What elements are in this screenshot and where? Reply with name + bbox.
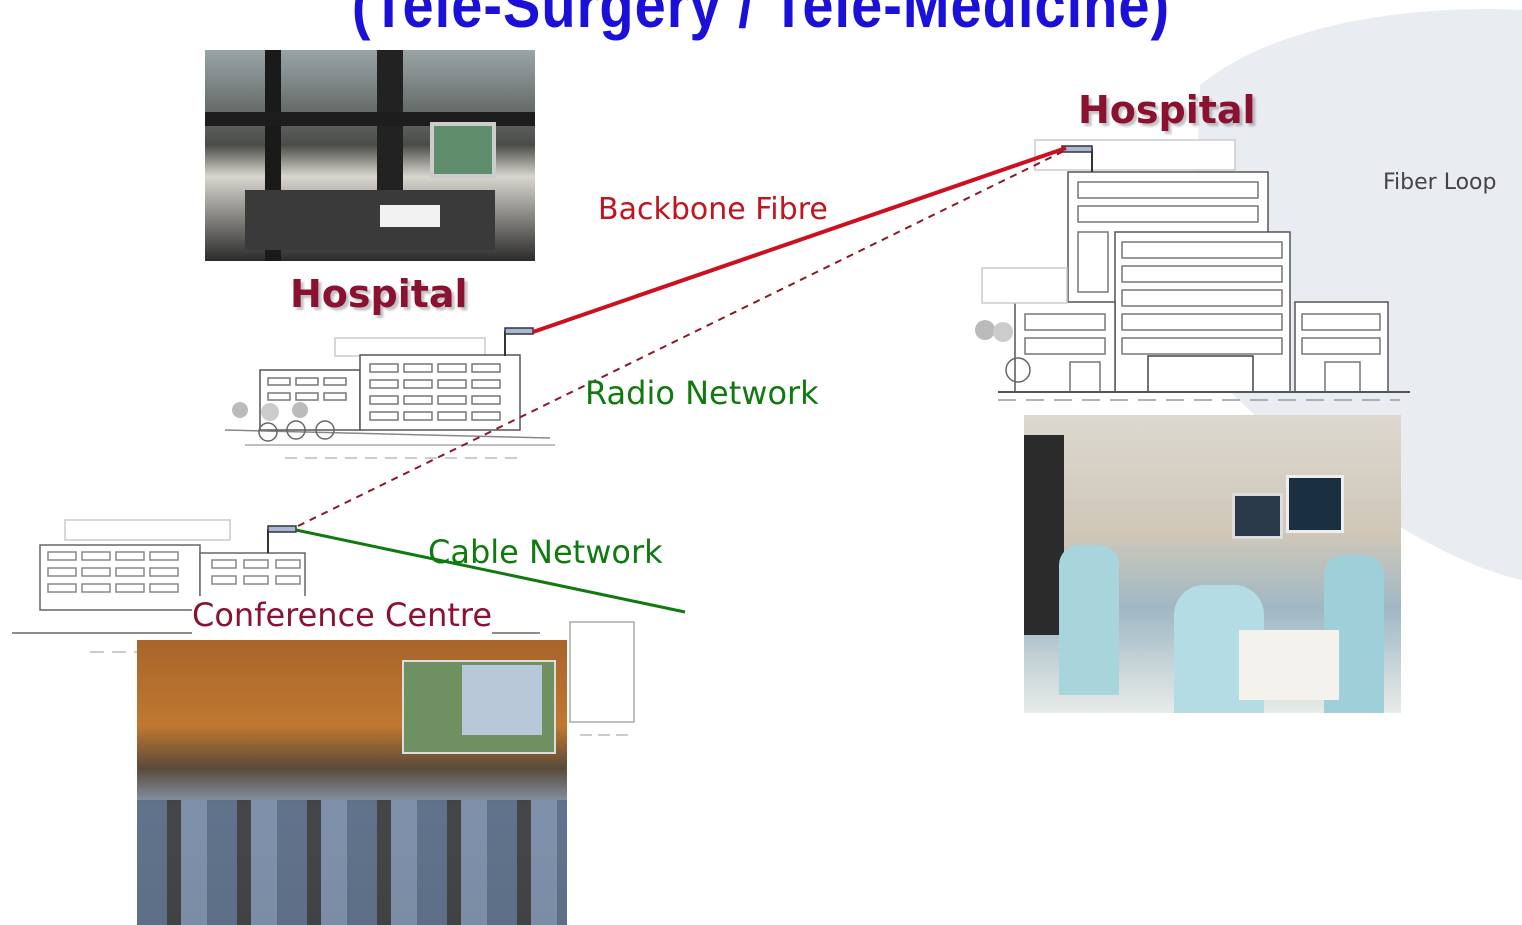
cable-network-label: Cable Network: [428, 533, 663, 571]
hospital-left-building: [224, 327, 555, 459]
hospital-right-building: [975, 139, 1410, 401]
fiber-loop-label: Fiber Loop: [1383, 170, 1497, 195]
auditorium-photo: [137, 640, 567, 925]
slide-title: (Tele-Surgery / Tele-Medicine): [351, 0, 1171, 41]
radio-network-label: Radio Network: [585, 374, 819, 412]
hospital-right-label: Hospital: [1078, 88, 1256, 132]
backbone-fibre-link: [532, 146, 1067, 334]
background-swoosh: [1190, 9, 1522, 580]
equipment-photo: [205, 50, 535, 261]
backbone-fibre-label: Backbone Fibre: [598, 192, 828, 227]
cable-network-link: [295, 528, 686, 614]
surgery-photo: [1024, 415, 1401, 713]
conference-centre-label: Conference Centre: [192, 596, 493, 634]
hospital-left-label: Hospital: [290, 272, 468, 316]
